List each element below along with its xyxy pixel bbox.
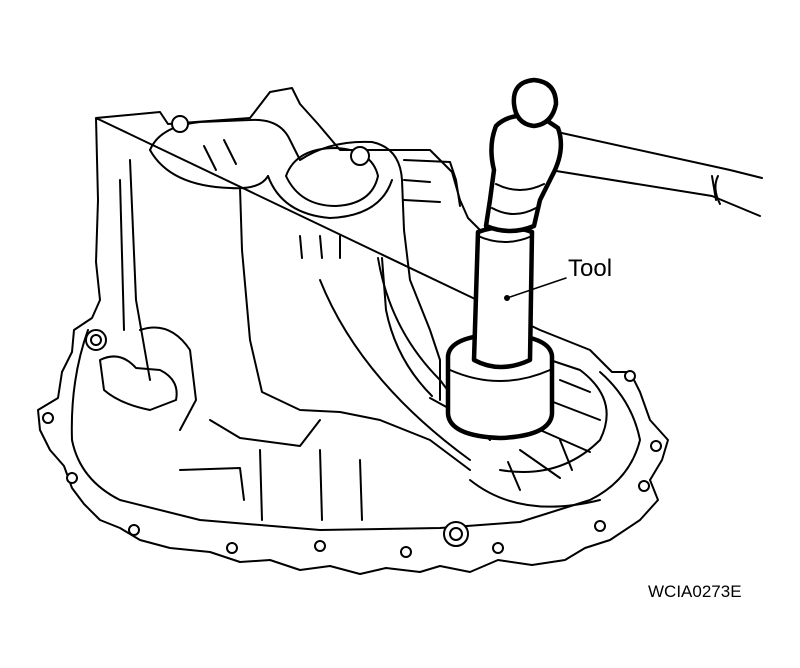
- installer-tool: [445, 224, 555, 441]
- tool-callout: Tool: [504, 255, 612, 301]
- callout-dot: [504, 295, 510, 301]
- hammer-cap: [511, 77, 559, 129]
- case-tower: [149, 118, 441, 401]
- callout-label: Tool: [568, 255, 612, 282]
- bolt-hole: [650, 440, 662, 452]
- bolt-hole: [171, 115, 189, 133]
- bolt-hole: [594, 520, 606, 532]
- callout-leader: [506, 277, 567, 299]
- bolt-hole: [226, 542, 238, 554]
- bolt-hole: [42, 412, 54, 424]
- hammer: [483, 77, 763, 234]
- bolt-hole: [66, 472, 78, 484]
- bolt-hole: [638, 480, 650, 492]
- bolt-hole: [128, 524, 140, 536]
- bolt-hole: [350, 146, 370, 166]
- transaxle-case: [37, 87, 669, 575]
- bolt-hole: [492, 542, 504, 554]
- tool-shaft: [471, 224, 535, 370]
- bolt-hole: [314, 540, 326, 552]
- figure-code: WCIA0273E: [648, 582, 742, 601]
- gear-detail: [499, 359, 608, 491]
- bolt-hole: [400, 546, 412, 558]
- hammer-handle: [547, 129, 763, 217]
- bolt-hole: [624, 370, 636, 382]
